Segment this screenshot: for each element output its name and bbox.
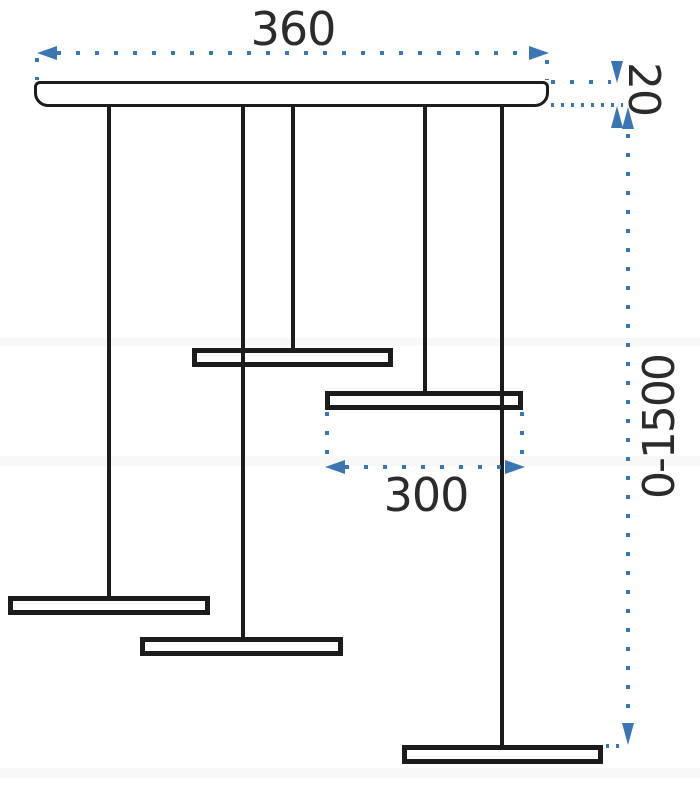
light-bar-3 — [8, 596, 210, 615]
light-bar-2 — [325, 391, 523, 410]
arrow-right-icon — [529, 46, 549, 60]
extension-line-bar-bottom — [606, 744, 624, 748]
suspension-rod-3 — [291, 105, 295, 348]
scan-band — [0, 456, 700, 466]
suspension-rod-5 — [500, 105, 504, 745]
arrow-up-icon — [611, 106, 623, 128]
extension-line — [325, 412, 329, 462]
dimension-line-bar-length — [345, 465, 505, 469]
scan-band — [0, 768, 700, 778]
extension-line-canopy-top — [551, 80, 611, 84]
suspension-rod-1 — [107, 105, 111, 596]
suspension-rod-2 — [241, 105, 245, 637]
canopy-width-label: 360 — [250, 2, 337, 56]
dimension-line-canopy-width — [57, 51, 529, 55]
extension-line-canopy-bottom — [551, 103, 623, 107]
extension-line — [545, 60, 549, 80]
extension-line — [520, 412, 524, 462]
ceiling-canopy — [34, 81, 549, 107]
canopy-thickness-label: 20 — [618, 62, 669, 116]
arrow-left-icon — [325, 460, 345, 474]
arrow-down-icon — [622, 723, 634, 745]
suspension-rod-4 — [423, 105, 427, 392]
scan-band — [0, 338, 700, 346]
light-bar-5 — [402, 745, 603, 764]
suspension-range-label: 0-1500 — [634, 355, 685, 499]
dimension-line-suspension-range — [626, 134, 630, 722]
arrow-right-icon — [505, 460, 525, 474]
light-bar-1 — [192, 348, 393, 367]
arrow-down-icon — [611, 61, 623, 83]
extension-line — [35, 58, 39, 80]
arrow-left-icon — [37, 46, 57, 60]
bar-length-label: 300 — [383, 468, 470, 522]
light-bar-4 — [140, 637, 343, 656]
arrow-up-icon — [622, 107, 634, 129]
